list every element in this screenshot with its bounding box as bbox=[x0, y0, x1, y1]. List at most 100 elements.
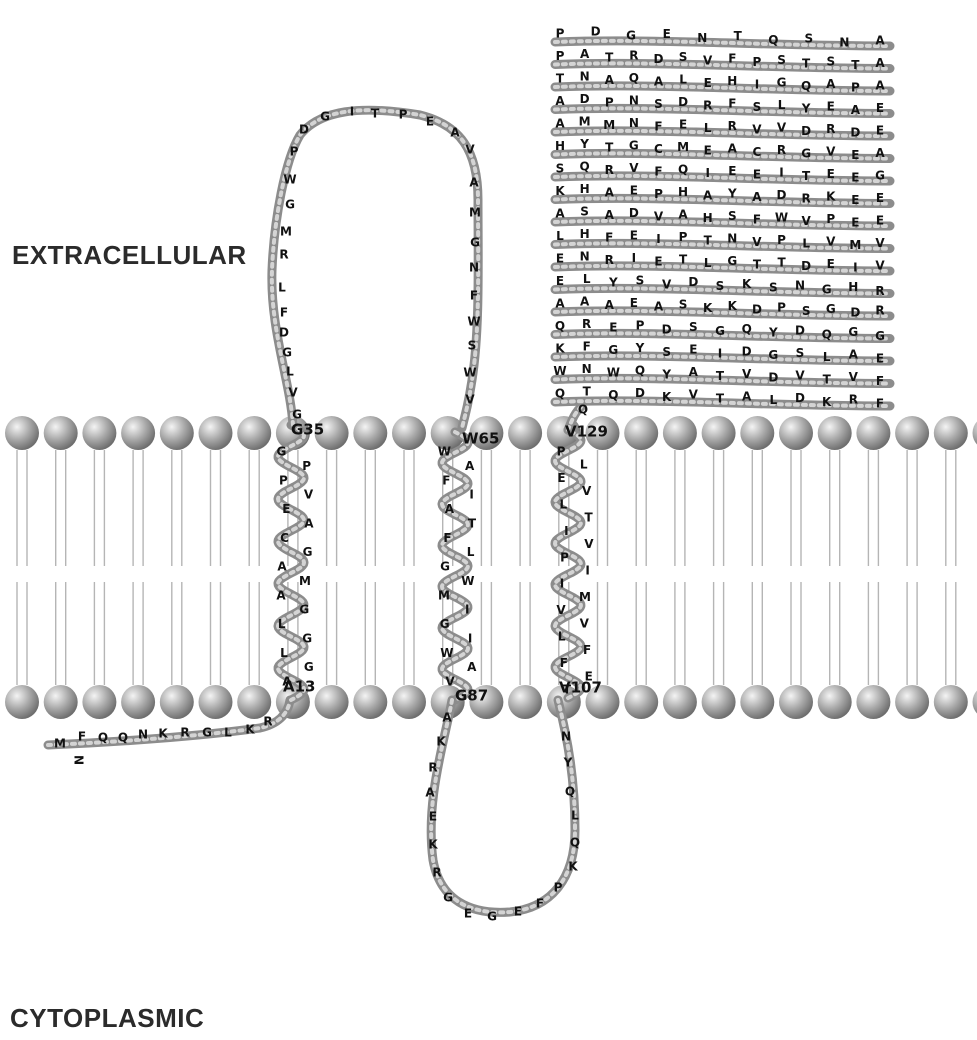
extracellular-loop-residue: N bbox=[469, 261, 479, 275]
n-term-residue: L bbox=[224, 726, 232, 740]
c-terminal-residue: T bbox=[556, 72, 565, 86]
n-term-residue: M bbox=[54, 737, 66, 751]
c-terminal-residue: R bbox=[703, 99, 712, 113]
c-terminal-residue: I bbox=[779, 165, 783, 179]
c-terminal-residue: L bbox=[583, 272, 591, 286]
c-terminal-residue: Y bbox=[768, 326, 778, 340]
c-terminal-residue: M bbox=[603, 118, 615, 132]
n-terminus-label: N bbox=[72, 755, 86, 765]
lipid-head-bottom bbox=[44, 685, 78, 719]
c-terminal-residue: T bbox=[679, 252, 688, 266]
c-terminal-residue: V bbox=[849, 370, 859, 384]
c-terminal-residue: E bbox=[654, 255, 662, 269]
c-terminal-residue: E bbox=[728, 164, 736, 178]
c-terminal-residue: K bbox=[662, 390, 672, 404]
c-terminal-residue: R bbox=[849, 393, 858, 407]
tm2-residue: W bbox=[461, 574, 474, 588]
c-terminal-residue: S bbox=[679, 50, 688, 64]
tm1-residue: A bbox=[304, 516, 314, 530]
c-terminal-residue: R bbox=[826, 122, 835, 136]
c-terminal-residue: S bbox=[769, 281, 778, 295]
tm3-residue: L bbox=[580, 458, 588, 472]
lipid-head-bottom bbox=[663, 685, 697, 719]
c-terminal-residue: D bbox=[801, 124, 811, 138]
c-terminal-residue: F bbox=[583, 339, 591, 353]
extracellular-loop-residue: L bbox=[278, 281, 286, 295]
c-terminal-residue: Q bbox=[678, 162, 688, 176]
c-terminal-residue: G bbox=[727, 254, 737, 268]
c-terminal-residue: P bbox=[777, 300, 786, 314]
c-terminal-residue: T bbox=[802, 169, 811, 183]
c-terminal-residue: A bbox=[689, 365, 699, 379]
extracellular-loop-1-highlight bbox=[272, 110, 478, 428]
extracellular-loop-residue: G bbox=[292, 408, 302, 422]
c-terminal-residue: E bbox=[556, 274, 564, 288]
c-terminal-residue: Q bbox=[635, 364, 645, 378]
c-terminal-residue: P bbox=[851, 81, 860, 95]
extracellular-loop-1 bbox=[272, 110, 478, 428]
c-terminal-residue: H bbox=[727, 74, 737, 88]
extracellular-loop-residue: P bbox=[399, 108, 408, 122]
c-terminal-residue: S bbox=[654, 97, 663, 111]
cytoplasmic-loop-residue: A bbox=[425, 786, 435, 800]
tm1-residue: C bbox=[280, 531, 289, 545]
c-terminal-residue: T bbox=[716, 369, 725, 383]
residue-number-g35: G35 bbox=[291, 421, 324, 439]
c-terminal-residue: A bbox=[849, 348, 859, 362]
c-terminal-residue: E bbox=[630, 228, 638, 242]
tm3-residue: I bbox=[564, 524, 568, 538]
c-terminal-residue: S bbox=[728, 209, 737, 223]
c-terminal-residue: C bbox=[753, 145, 762, 159]
n-term-residue: R bbox=[263, 715, 272, 729]
c-terminal-residue: S bbox=[679, 297, 688, 311]
c-terminal-residue: F bbox=[728, 51, 736, 65]
c-terminal-residue: D bbox=[777, 188, 787, 202]
extracellular-loop-residue: R bbox=[279, 248, 288, 262]
tm3-residue: I bbox=[585, 564, 589, 578]
c-terminal-residue: I bbox=[853, 261, 857, 275]
c-terminal-residue: A bbox=[654, 75, 664, 89]
c-terminal-residue: R bbox=[875, 304, 884, 318]
c-terminal-residue: T bbox=[734, 29, 743, 43]
c-terminal-residue: M bbox=[579, 114, 591, 128]
c-terminal-residue: D bbox=[801, 259, 811, 273]
lipid-head-top bbox=[82, 416, 116, 450]
lipid-head-bottom bbox=[392, 685, 426, 719]
c-terminal-residue: K bbox=[703, 301, 713, 315]
lipid-head-bottom bbox=[121, 685, 155, 719]
tm3-residue: F bbox=[560, 656, 568, 670]
c-terminal-residue: E bbox=[679, 117, 687, 131]
c-terminal-residue: S bbox=[753, 100, 762, 114]
cytoplasmic-loop-residue: F bbox=[536, 897, 544, 911]
c-terminal-residue: D bbox=[653, 52, 663, 66]
protein-backbone bbox=[48, 41, 890, 912]
tm3-residue: T bbox=[584, 511, 593, 525]
c-terminal-residue: E bbox=[851, 148, 859, 162]
lipid-head-top bbox=[818, 416, 852, 450]
c-terminal-residue: V bbox=[703, 54, 713, 68]
tm3-residue: V bbox=[584, 537, 594, 551]
c-terminal-residue: E bbox=[851, 216, 859, 230]
c-terminal-residue: A bbox=[580, 47, 590, 61]
lipid-head-bottom bbox=[82, 685, 116, 719]
c-terminal-residue: Q bbox=[608, 388, 618, 402]
lipid-head-top bbox=[856, 416, 890, 450]
c-terminal-residue: H bbox=[555, 139, 565, 153]
lipid-head-top bbox=[392, 416, 426, 450]
residue-number-v129: V129 bbox=[565, 423, 608, 441]
c-terminal-residue: R bbox=[777, 143, 786, 157]
c-terminal-residue: F bbox=[654, 120, 662, 134]
c-terminal-residue: A bbox=[703, 189, 713, 203]
tm3-residue: L bbox=[558, 630, 566, 644]
c-terminal-residue: A bbox=[555, 207, 565, 221]
tm1-residue: A bbox=[277, 560, 287, 574]
c-terminal-residue: D bbox=[768, 371, 778, 385]
tm2-residue: F bbox=[442, 473, 450, 487]
extracellular-loop-residue: D bbox=[279, 326, 289, 340]
c-terminal-residue: N bbox=[697, 31, 707, 45]
n-term-residue: G bbox=[202, 726, 212, 740]
c-terminal-residue: A bbox=[875, 79, 885, 93]
c-terminal-residue: Q bbox=[801, 79, 811, 93]
lipid-head-top bbox=[779, 416, 813, 450]
c-terminal-residue: V bbox=[629, 161, 639, 175]
